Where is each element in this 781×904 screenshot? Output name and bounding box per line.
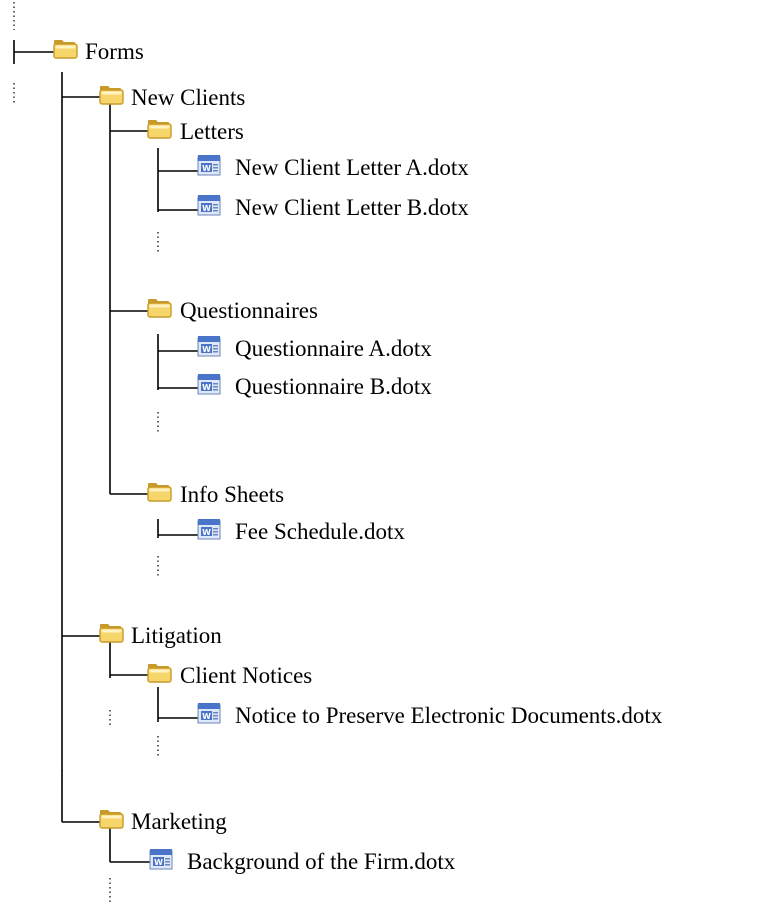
word-document-icon[interactable]: W <box>196 193 224 217</box>
file-new-client-letter-b[interactable]: New Client Letter B.dotx <box>235 195 469 220</box>
folder-icon[interactable] <box>98 807 126 831</box>
folder-icon[interactable] <box>146 661 174 685</box>
word-document-icon[interactable]: W <box>196 701 224 725</box>
word-document-icon[interactable]: W <box>196 517 224 541</box>
folder-new-clients[interactable]: New Clients <box>131 85 246 110</box>
folder-questionnaires[interactable]: Questionnaires <box>180 298 318 323</box>
folder-icon[interactable] <box>98 83 126 107</box>
svg-text:W: W <box>154 858 163 867</box>
file-questionnaire-a[interactable]: Questionnaire A.dotx <box>235 336 432 361</box>
folder-client-notices[interactable]: Client Notices <box>180 663 313 688</box>
svg-text:W: W <box>202 383 211 392</box>
folder-forms[interactable]: Forms <box>85 39 144 64</box>
file-background-of-the-firm[interactable]: Background of the Firm.dotx <box>187 849 456 874</box>
folder-info-sheets[interactable]: Info Sheets <box>180 482 285 507</box>
file-questionnaire-b[interactable]: Questionnaire B.dotx <box>235 374 432 399</box>
file-notice-to-preserve[interactable]: Notice to Preserve Electronic Documents.… <box>235 703 663 728</box>
svg-text:W: W <box>202 204 211 213</box>
folder-icon[interactable] <box>146 296 174 320</box>
svg-text:W: W <box>202 528 211 537</box>
svg-text:W: W <box>202 164 211 173</box>
word-document-icon[interactable]: W <box>196 334 224 358</box>
folder-icon[interactable] <box>146 117 174 141</box>
svg-text:W: W <box>202 712 211 721</box>
file-fee-schedule[interactable]: Fee Schedule.dotx <box>235 519 405 544</box>
folder-icon[interactable] <box>98 621 126 645</box>
word-document-icon[interactable]: W <box>148 847 176 871</box>
svg-text:W: W <box>202 345 211 354</box>
file-new-client-letter-a[interactable]: New Client Letter A.dotx <box>235 155 469 180</box>
folder-icon[interactable] <box>146 480 174 504</box>
folder-litigation[interactable]: Litigation <box>131 623 222 648</box>
folder-icon[interactable] <box>52 37 80 61</box>
folder-marketing[interactable]: Marketing <box>131 809 227 834</box>
word-document-icon[interactable]: W <box>196 372 224 396</box>
folder-letters[interactable]: Letters <box>180 119 244 144</box>
word-document-icon[interactable]: W <box>196 153 224 177</box>
